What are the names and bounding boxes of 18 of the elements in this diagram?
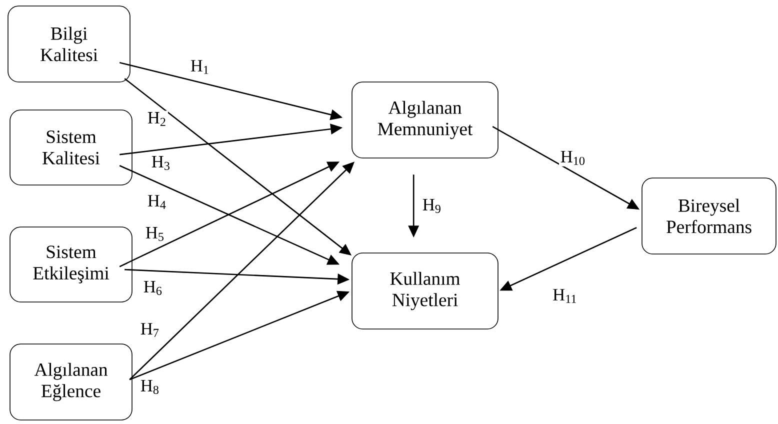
concept-box: Kullanım Niyetleri: [352, 252, 498, 330]
edge-label: H$_{2}$: [146, 110, 168, 128]
edge-label: H$_{8}$: [139, 378, 161, 396]
edge-label: H$_{10}$: [559, 150, 587, 166]
concept-box: Bireysel Performans: [642, 178, 776, 254]
concept-box: Bilgi Kalitesi: [8, 6, 130, 82]
edge-label: H$_{6}$: [142, 280, 164, 296]
edge-label: H$_{9}$: [421, 198, 443, 214]
concept-box: Algılanan Memnuniyet: [352, 82, 498, 158]
edge-label: H$_{4}$: [146, 194, 168, 210]
concept-box: Sistem Kalitesi: [10, 110, 132, 186]
edge-label: H$_{7}$: [139, 322, 161, 338]
edge-label: H$_{1}$: [189, 58, 211, 76]
edge-label: H$_{3}$: [150, 154, 172, 172]
edge-label: H$_{5}$: [144, 226, 166, 242]
concept-box: Algılanan Eğlence: [10, 344, 132, 420]
edge-label: H$_{11}$: [551, 288, 579, 304]
concept-box: Sistem Etkileşimi: [10, 226, 132, 302]
